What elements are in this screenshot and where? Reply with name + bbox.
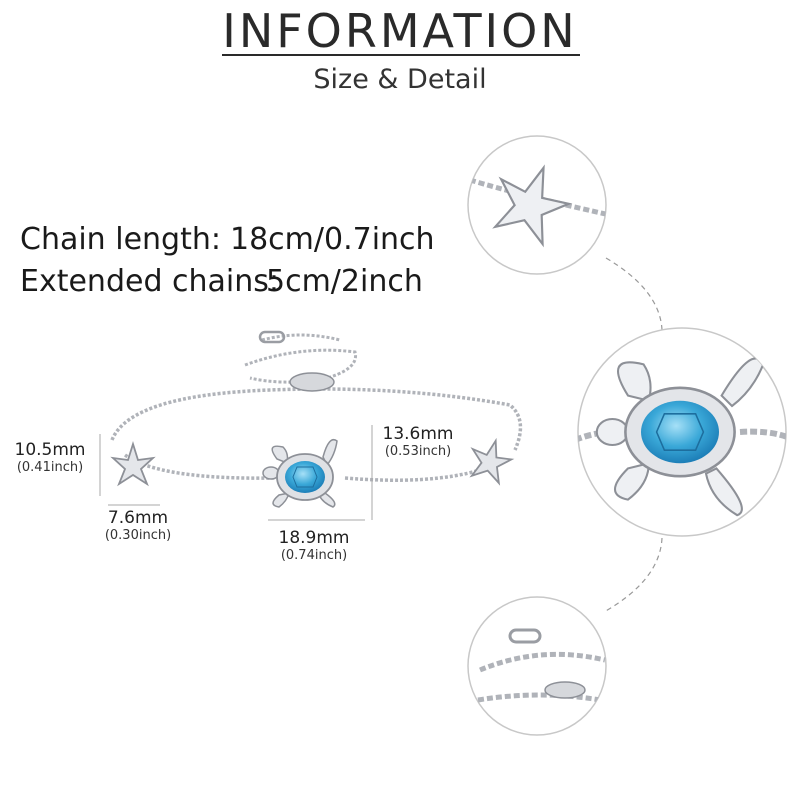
turtle-width-mm: 18.9mm xyxy=(278,528,350,548)
starfish-width-inch: (0.30inch) xyxy=(104,528,172,543)
turtle-width-inch: (0.74inch) xyxy=(280,548,348,563)
starfish-width-dimension: 7.6mm (0.30inch) xyxy=(92,508,184,543)
turtle-width-dimension: 18.9mm (0.74inch) xyxy=(266,528,362,563)
connector-arc-bottom xyxy=(603,537,663,613)
detail-circle-clasp xyxy=(467,596,607,736)
page-subtitle: Size & Detail xyxy=(313,64,487,95)
lobster-clasp-icon xyxy=(258,330,335,392)
chain-length-spec: Chain length: 18cm/0.7inch xyxy=(20,222,435,257)
detail-circle-turtle xyxy=(577,327,787,537)
turtle-height-inch: (0.53inch) xyxy=(384,444,452,459)
connector-arc-top xyxy=(605,257,663,331)
title-underline xyxy=(222,54,580,56)
turtle-height-dimension: 13.6mm (0.53inch) xyxy=(372,424,464,459)
detail-circle-starfish xyxy=(467,135,607,275)
turtle-charm-icon xyxy=(262,439,338,508)
dimension-guides xyxy=(99,425,373,521)
starfish-height-inch: (0.41inch) xyxy=(16,460,84,475)
extended-chain-spec: Extended chains:5cm/2inch xyxy=(20,264,423,299)
turtle-height-mm: 13.6mm xyxy=(382,424,454,444)
extended-chain-value: 5cm/2inch xyxy=(266,264,423,299)
page-title: INFORMATION xyxy=(222,4,578,58)
chain-length-label: Chain length: xyxy=(20,222,221,257)
starfish-height-mm: 10.5mm xyxy=(14,440,86,460)
chain-length-value: 18cm/0.7inch xyxy=(230,222,435,257)
extended-chain-label: Extended chains: xyxy=(20,264,279,299)
starfish-charm-icon xyxy=(469,437,515,486)
starfish-height-dimension: 10.5mm (0.41inch) xyxy=(4,440,96,475)
starfish-charm-icon xyxy=(110,440,156,487)
starfish-width-mm: 7.6mm xyxy=(107,508,169,528)
